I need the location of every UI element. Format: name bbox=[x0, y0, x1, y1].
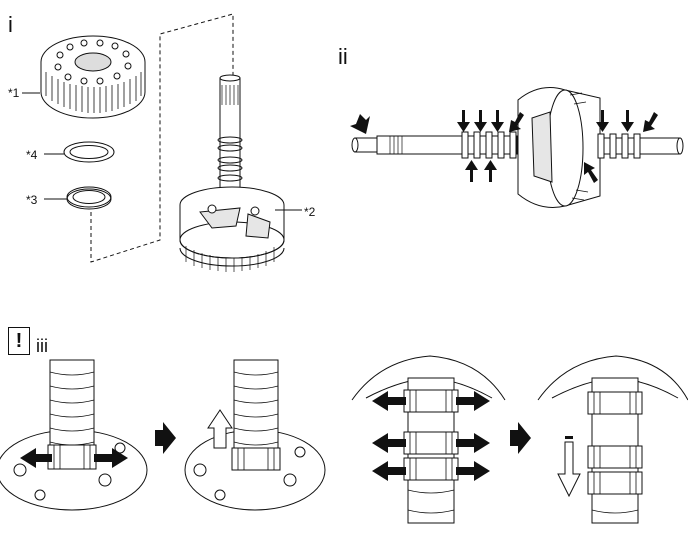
washer-4 bbox=[63, 141, 115, 163]
install-path-line bbox=[90, 13, 234, 263]
step3-shaft-before bbox=[351, 355, 506, 524]
carrier-shaft-assembly bbox=[179, 74, 285, 272]
shaft-assembly-side-view bbox=[351, 87, 684, 208]
push-apart-arrows-step3 bbox=[372, 391, 490, 481]
step1-shaft-before bbox=[0, 359, 148, 511]
push-apart-arrows-step1 bbox=[20, 448, 128, 468]
push-down-arrow bbox=[557, 436, 581, 498]
step4-shaft-after bbox=[537, 355, 688, 524]
callout-3: *3 bbox=[26, 193, 38, 207]
callout-1: *1 bbox=[8, 86, 20, 100]
caution-icon: ! bbox=[8, 327, 30, 355]
seal-ring-arrows-ii bbox=[350, 110, 658, 183]
step2-shaft-after bbox=[184, 359, 326, 511]
callout-4: *4 bbox=[26, 148, 38, 162]
section-label-ii: ii bbox=[338, 44, 348, 69]
lift-up-arrow bbox=[207, 409, 233, 449]
next-step-arrow-1 bbox=[155, 422, 176, 454]
section-label-iii: iii bbox=[36, 336, 48, 356]
section-label-i: i bbox=[8, 12, 13, 37]
washer-3 bbox=[66, 186, 112, 210]
gear-part-1 bbox=[40, 35, 146, 119]
callout-2: *2 bbox=[304, 205, 316, 219]
next-step-arrow-2 bbox=[510, 422, 531, 454]
